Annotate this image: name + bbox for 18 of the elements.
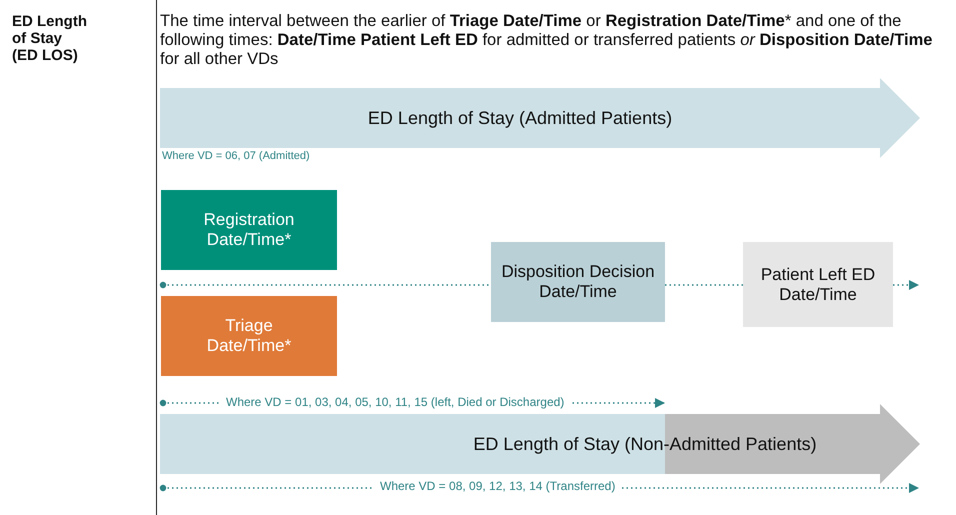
node-label: Registration Date/Time*	[202, 210, 296, 250]
timeline-connector	[160, 282, 491, 288]
node-label: Triage Date/Time*	[206, 316, 292, 356]
event-box	[161, 296, 337, 376]
node-label: Patient Left ED Date/Time	[760, 264, 876, 304]
condition-note: Where VD = 06, 07 (Admitted)	[162, 150, 310, 162]
description-text: The time interval between the earlier of Triage Date/Time or Registration Date/Time* and one of the following times: Date/Time Patient Left ED for admitted or transferred patients or Disposition Date/Time for all other VDs	[160, 12, 934, 69]
event-box	[161, 190, 337, 270]
event-box	[491, 242, 665, 322]
row-heading: ED Length of Stay (ED LOS)	[12, 13, 88, 64]
condition-note: Where VD = 01, 03, 04, 05, 10, 11, 15 (left, Died or Discharged)	[220, 395, 570, 409]
condition-note: Where VD = 08, 09, 12, 13, 14 (Transferred)	[374, 479, 622, 493]
timeline-connector	[893, 280, 919, 290]
node-label: ED Length of Stay (Admitted Patients)	[368, 108, 672, 128]
node-label: ED Length of Stay (Non-Admitted Patients)	[473, 434, 817, 454]
event-box	[743, 242, 893, 327]
node-label: Disposition Decision Date/Time	[500, 262, 656, 302]
timeline-connector	[665, 284, 743, 286]
